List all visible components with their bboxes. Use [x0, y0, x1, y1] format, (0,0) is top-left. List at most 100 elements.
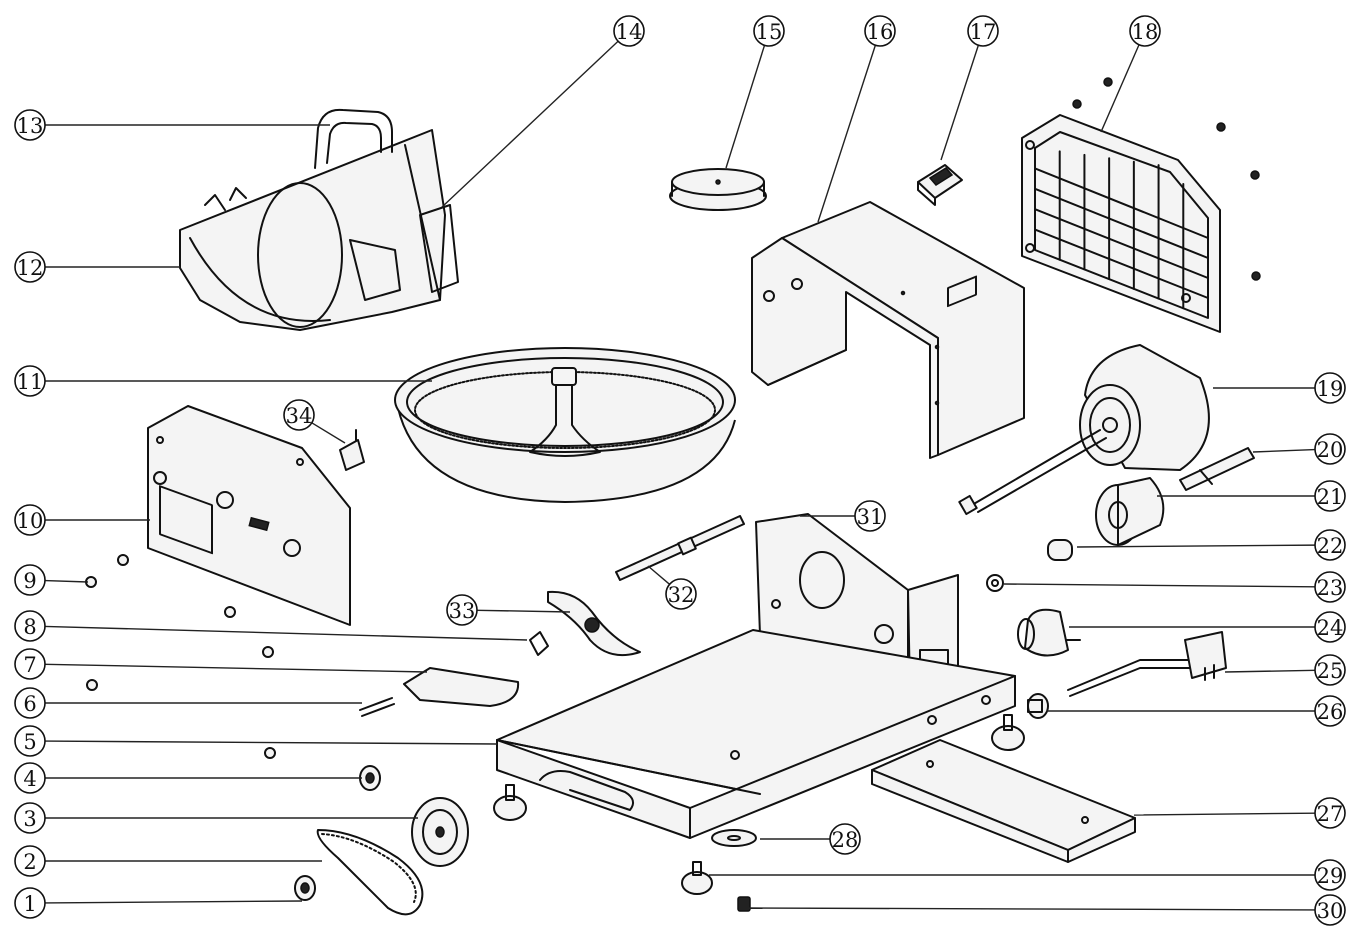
leader-line — [1003, 583, 1316, 588]
foot-loose — [681, 861, 713, 895]
callout-number: 11 — [17, 370, 44, 394]
callout-bubble — [1314, 859, 1346, 891]
callout-13: 13 — [14, 109, 330, 141]
leader-line — [476, 609, 571, 613]
callout-bubble — [14, 648, 46, 680]
protective-grille — [1021, 77, 1261, 333]
leader-line — [1133, 812, 1316, 816]
callout-number: 22 — [1317, 534, 1344, 558]
callout-number: 9 — [23, 569, 36, 593]
callout-number: 5 — [23, 730, 36, 754]
callout-16: 16 — [817, 15, 896, 223]
callout-23: 23 — [1003, 571, 1346, 603]
callout-22: 22 — [1076, 529, 1346, 561]
callout-bubble — [14, 564, 46, 596]
callout-number: 16 — [867, 20, 894, 44]
callout-7: 7 — [14, 648, 428, 680]
callout-24: 24 — [1069, 611, 1346, 643]
scraper — [403, 667, 520, 707]
callout-bubble — [829, 823, 861, 855]
callout-1: 1 — [14, 887, 303, 919]
callout-number: 17 — [970, 20, 997, 44]
shaft-flange — [1095, 477, 1165, 546]
callout-number: 25 — [1317, 659, 1344, 683]
flat-washer — [711, 829, 757, 847]
cutter-bowl — [394, 347, 736, 503]
callout-bubble — [1129, 15, 1161, 47]
callout-15: 15 — [725, 15, 785, 169]
callout-8: 8 — [14, 610, 528, 642]
callout-9: 9 — [14, 564, 89, 596]
cord-bracket — [1067, 631, 1227, 697]
callout-number: 6 — [23, 692, 36, 716]
callout-30: 30 — [747, 894, 1346, 926]
callout-bubble — [1314, 797, 1346, 829]
callout-number: 14 — [616, 20, 643, 44]
callout-number: 8 — [23, 615, 36, 639]
callout-27: 27 — [1133, 797, 1346, 829]
leader-line — [747, 907, 1316, 911]
callout-bubble — [1314, 611, 1346, 643]
callout-25: 25 — [1224, 654, 1346, 686]
callout-3: 3 — [14, 802, 418, 834]
electric-motor — [958, 344, 1210, 516]
leader-line — [1100, 44, 1140, 133]
callout-number: 13 — [17, 114, 44, 138]
leader-line — [441, 40, 619, 208]
callout-bubble — [665, 578, 697, 610]
callout-number: 21 — [1317, 485, 1344, 509]
drive-belt — [316, 829, 424, 916]
callout-bubble — [854, 500, 886, 532]
callout-number: 7 — [23, 653, 36, 677]
callout-12: 12 — [14, 251, 180, 283]
callout-bubble — [1314, 433, 1346, 465]
callout-bubble — [1314, 894, 1346, 926]
grille-bars — [1034, 150, 1209, 310]
callout-number: 20 — [1317, 438, 1344, 462]
callout-bubble — [14, 845, 46, 877]
callout-bubble — [1314, 529, 1346, 561]
callout-5: 5 — [14, 725, 498, 757]
bushing — [1047, 539, 1073, 561]
leader-line — [940, 45, 980, 161]
callout-17: 17 — [940, 15, 999, 161]
callout-bubble — [14, 365, 46, 397]
callout-number: 31 — [857, 505, 884, 529]
washer-small — [986, 574, 1004, 592]
motor-pulley — [359, 765, 381, 791]
grille-bar-horizontal — [1034, 167, 1209, 239]
callout-number: 2 — [23, 850, 36, 874]
callout-number: 28 — [832, 828, 859, 852]
callout-number: 18 — [1132, 20, 1159, 44]
wing-nut — [529, 631, 549, 656]
motor-shaft — [1179, 447, 1255, 491]
callout-number: 27 — [1317, 802, 1344, 826]
clip — [339, 429, 365, 471]
leader-line — [44, 740, 498, 745]
callout-number: 33 — [449, 599, 476, 623]
guide-rod — [615, 515, 745, 581]
callout-bubble — [753, 15, 785, 47]
callout-number: 29 — [1317, 864, 1344, 888]
foot-left — [493, 784, 527, 821]
rocker-switch — [917, 164, 963, 206]
callout-number: 26 — [1317, 700, 1344, 724]
base-plate — [871, 739, 1136, 863]
callout-bubble — [14, 762, 46, 794]
bowl-cap — [669, 168, 767, 211]
callout-bubble — [613, 15, 645, 47]
leader-line — [311, 422, 346, 444]
screw — [737, 896, 751, 912]
callout-number: 32 — [668, 583, 695, 607]
leader-line — [44, 900, 303, 904]
callout-number: 4 — [23, 767, 36, 791]
callout-26: 26 — [1047, 695, 1346, 727]
callout-bubble — [1314, 480, 1346, 512]
rear-panel — [147, 405, 351, 626]
callout-bubble — [283, 399, 315, 431]
motor-housing — [751, 201, 1025, 459]
callout-number: 23 — [1317, 576, 1344, 600]
leader-line — [1224, 669, 1316, 673]
